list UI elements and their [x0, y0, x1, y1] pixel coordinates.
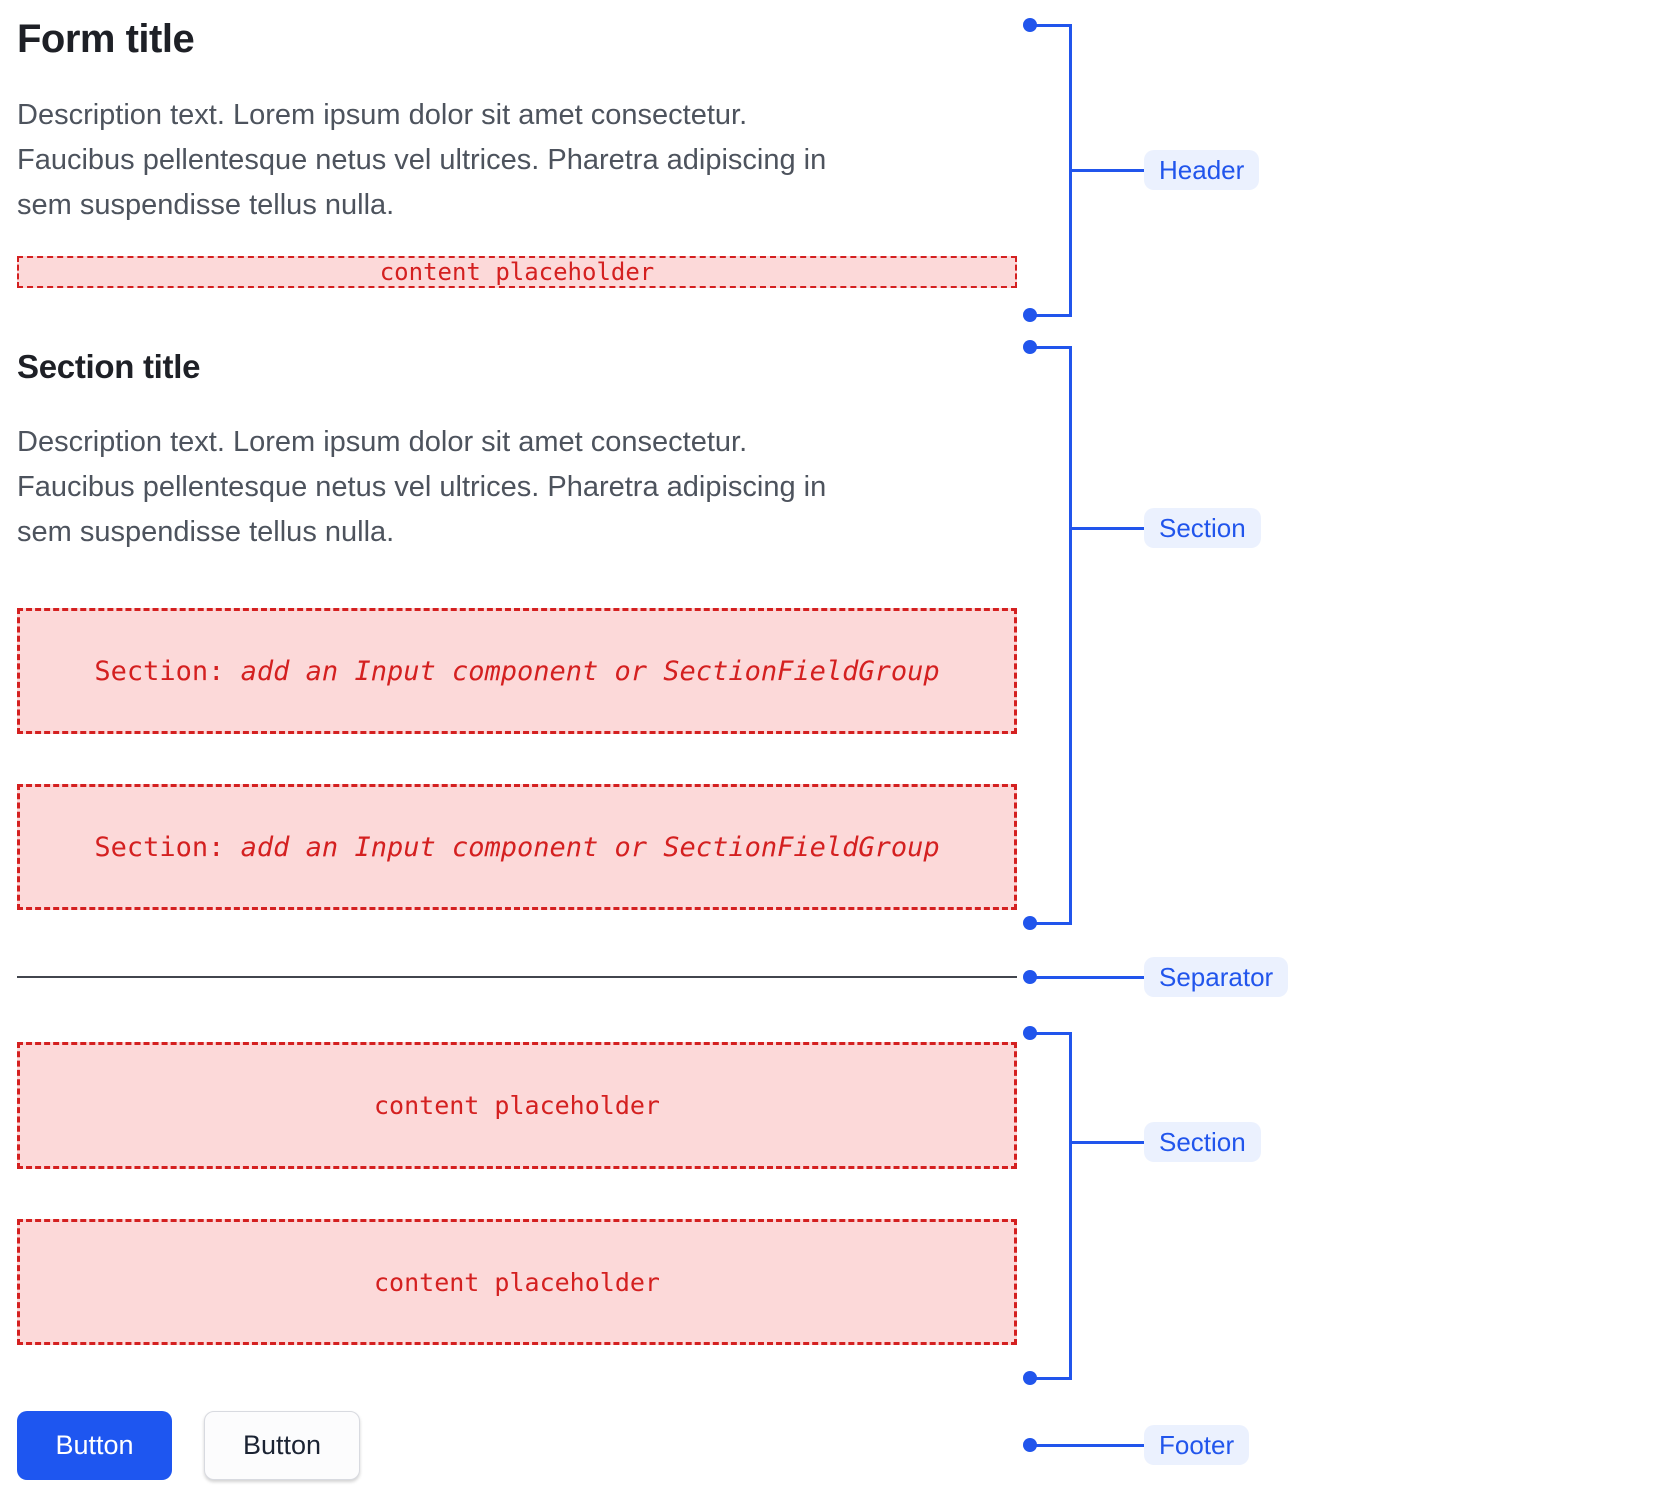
header-bracket-top-elbow	[1034, 24, 1072, 27]
section-description-line: Faucibus pellentesque netus vel ultrices…	[17, 471, 827, 503]
lower-section-bracket-bottom-dot	[1023, 1371, 1037, 1385]
annotation-label-section-top: Section	[1144, 508, 1261, 548]
form-description-line: sem suspendisse tellus nulla.	[17, 189, 395, 221]
secondary-button[interactable]: Button	[204, 1411, 360, 1480]
form-title: Form title	[17, 17, 195, 61]
section-description-line: sem suspendisse tellus nulla.	[17, 516, 395, 548]
lower-section-bracket-top-dot	[1023, 1026, 1037, 1040]
header-bracket-bottom-elbow	[1034, 314, 1072, 317]
separator-line	[17, 976, 1017, 978]
primary-button[interactable]: Button	[17, 1411, 172, 1480]
section-bracket-bottom-elbow	[1034, 922, 1072, 925]
section-bracket-line	[1069, 346, 1072, 925]
footer-dot	[1023, 1438, 1037, 1452]
section-bracket-top-elbow	[1034, 346, 1072, 349]
section-bracket-bottom-dot	[1023, 916, 1037, 930]
lower-section-bracket-top-elbow	[1034, 1032, 1072, 1035]
form-description: Description text. Lorem ipsum dolor sit …	[17, 93, 1017, 228]
separator-dot	[1023, 970, 1037, 984]
header-bracket-top-dot	[1023, 18, 1037, 32]
header-label-connector	[1070, 169, 1144, 172]
annotation-label-header: Header	[1144, 150, 1260, 190]
annotation-label-footer: Footer	[1144, 1425, 1250, 1465]
annotation-label-section-bottom: Section	[1144, 1122, 1261, 1162]
section-title: Section title	[17, 348, 201, 385]
content-placeholder-box: content placeholder	[17, 1219, 1017, 1345]
section-placeholder-prefix: Section:	[94, 831, 225, 863]
content-placeholder-text: content placeholder	[374, 1091, 660, 1120]
form-description-line: Faucibus pellentesque netus vel ultrices…	[17, 144, 827, 176]
section-description: Description text. Lorem ipsum dolor sit …	[17, 420, 1017, 555]
separator-label-connector	[1034, 976, 1144, 979]
section-bracket-top-dot	[1023, 340, 1037, 354]
footer-label-connector	[1034, 1444, 1144, 1447]
form-description-line: Description text. Lorem ipsum dolor sit …	[17, 99, 748, 131]
section-placeholder-text: add an Input component or SectionFieldGr…	[240, 655, 940, 687]
header-content-placeholder-text: content placeholder	[379, 258, 655, 286]
header-content-placeholder-box: content placeholder	[17, 256, 1017, 288]
section-input-placeholder-box: Section: add an Input component or Secti…	[17, 608, 1017, 734]
lower-section-bracket-line	[1069, 1032, 1072, 1380]
content-placeholder-text: content placeholder	[374, 1267, 660, 1297]
lower-section-bracket-bottom-elbow	[1034, 1377, 1072, 1380]
section-input-placeholder-box: Section: add an Input component or Secti…	[17, 784, 1017, 910]
section-placeholder-prefix: Section:	[94, 655, 225, 687]
content-placeholder-box: content placeholder	[17, 1042, 1017, 1169]
section-label-connector	[1070, 527, 1144, 530]
section-description-line: Description text. Lorem ipsum dolor sit …	[17, 426, 748, 458]
header-bracket-bottom-dot	[1023, 308, 1037, 322]
annotation-label-separator: Separator	[1144, 957, 1289, 997]
lower-section-label-connector	[1070, 1141, 1144, 1144]
section-placeholder-text: add an Input component or SectionFieldGr…	[240, 831, 940, 863]
